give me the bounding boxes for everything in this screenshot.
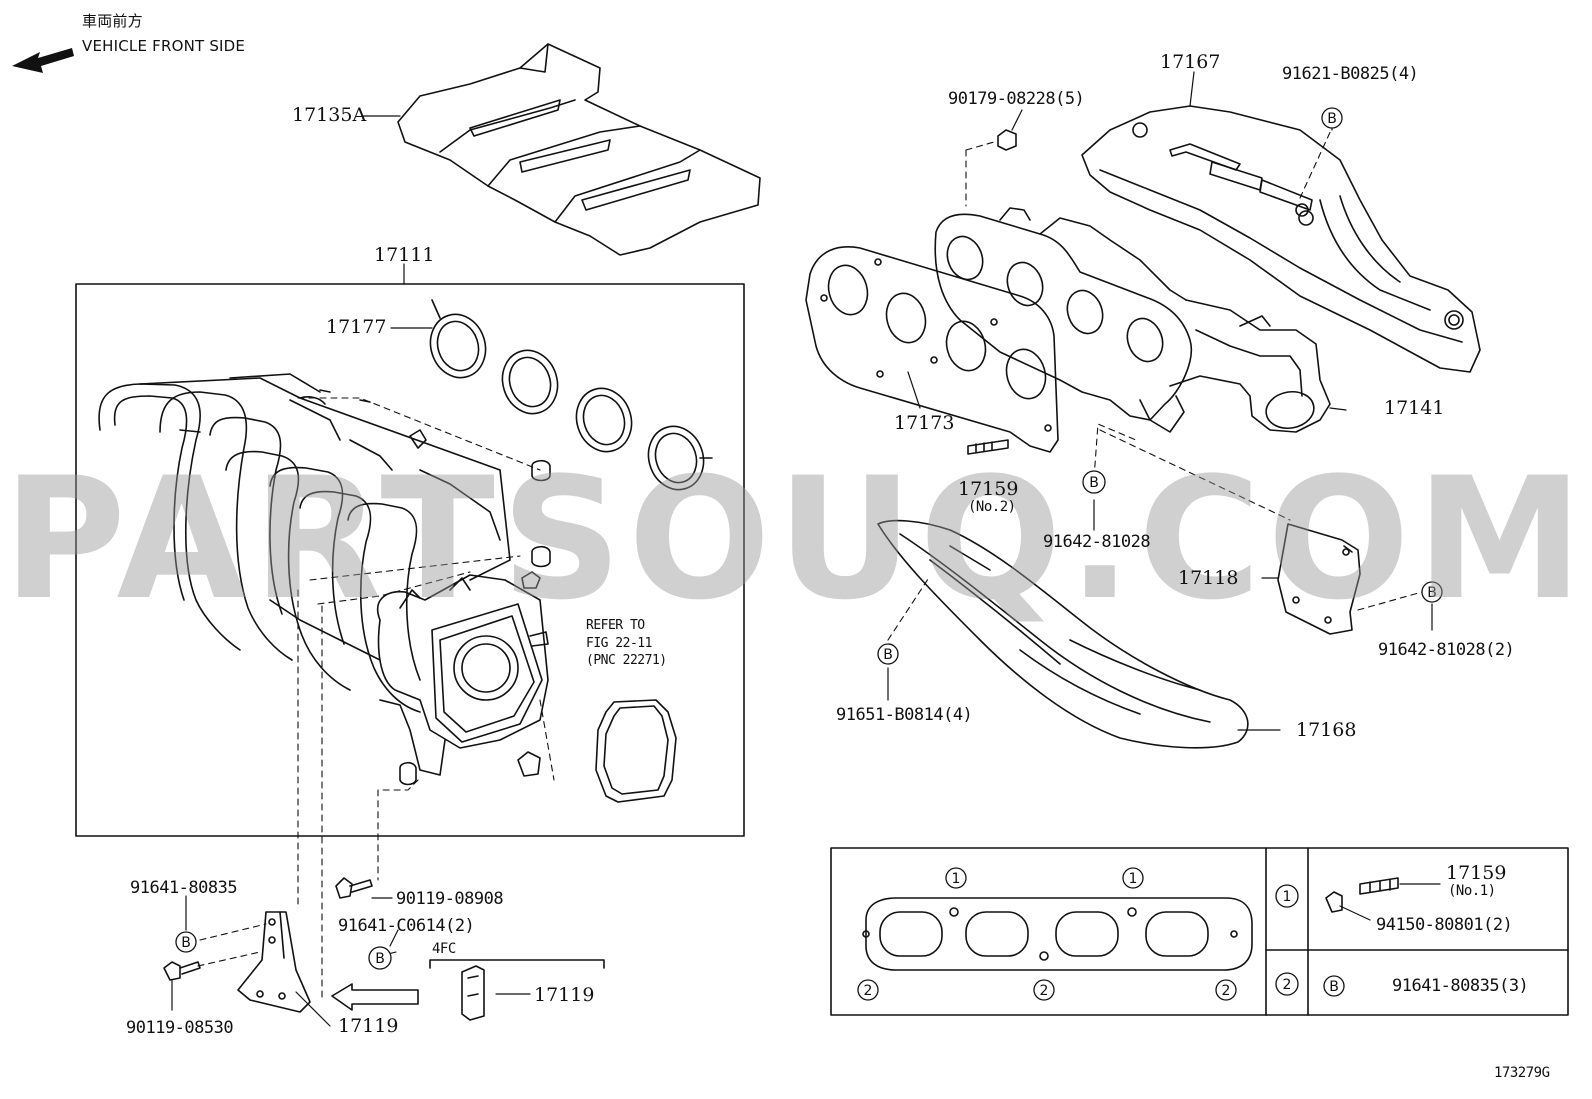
callout-91642-81028-2[interactable]: 91642-81028(2): [1378, 640, 1515, 660]
bolt-90119-08908: [335, 877, 373, 899]
front-arrow-icon: [12, 48, 74, 73]
callout-17111[interactable]: 17111: [374, 244, 435, 266]
callout-17168[interactable]: 17168: [1296, 719, 1357, 741]
marker-2-legend: [1275, 972, 1299, 996]
intake-small-parts: [399, 429, 551, 786]
marker-1b: [1122, 867, 1144, 889]
callout-90119-08530[interactable]: 90119-08530: [126, 1018, 234, 1038]
exhaust-gasket-17173: [805, 246, 1059, 453]
callout-91641-80835[interactable]: 91641-80835: [130, 878, 238, 898]
legend-table: [830, 847, 1569, 1016]
heat-insulator-17167: [1081, 105, 1481, 373]
callout-4fc: 4FC: [432, 941, 456, 957]
hollow-arrow-icon: [331, 983, 419, 1011]
svg-text:B: B: [181, 935, 191, 951]
svg-text:B: B: [375, 951, 385, 967]
marker-b-91642b: [1421, 581, 1443, 603]
marker-2b: [1033, 979, 1055, 1001]
direction-label-jp: 車両前方: [82, 12, 143, 30]
stud-17159-no2: [967, 439, 1009, 455]
svg-text:B: B: [1089, 475, 1099, 491]
callout-90119-08908[interactable]: 90119-08908: [396, 889, 504, 909]
washer-91621: [1295, 203, 1309, 217]
callout-90179[interactable]: 90179-08228(5): [948, 89, 1085, 109]
legend-gasket-drawing: [862, 897, 1253, 971]
marker-b-91642a: [1082, 470, 1106, 494]
marker-b-91641a: [175, 931, 197, 953]
marker-b-text: B: [1327, 111, 1337, 127]
marker-1-legend: [1275, 884, 1299, 908]
marker-2c: [1215, 979, 1237, 1001]
callout-17167[interactable]: 17167: [1160, 51, 1221, 73]
bracket-17119: [237, 911, 311, 1013]
engine-cover-17135A: [397, 43, 761, 256]
throttle-gasket: [595, 699, 677, 803]
legend-17159-no1[interactable]: 17159: [1446, 862, 1507, 884]
svg-text:2: 2: [1040, 983, 1049, 999]
refer-note-line2: FIG 22-11: [586, 636, 652, 651]
bracket-17118: [1277, 523, 1361, 635]
callout-17159-no2[interactable]: 17159: [958, 478, 1019, 500]
callout-91621[interactable]: 91621-B0825(4): [1282, 64, 1419, 84]
svg-text:B: B: [1329, 979, 1339, 995]
svg-text:2: 2: [864, 983, 873, 999]
marker-b-91651: [877, 643, 899, 665]
svg-text:1: 1: [952, 871, 961, 887]
callout-91642-81028[interactable]: 91642-81028: [1043, 532, 1151, 552]
svg-text:B: B: [883, 647, 893, 663]
callout-17159-no2-sub: (No.2): [968, 499, 1016, 515]
figure-id: 173279G: [1494, 1065, 1550, 1081]
callout-17141[interactable]: 17141: [1384, 397, 1445, 419]
intake-manifold-box: [75, 283, 745, 837]
refer-note-line1: REFER TO: [586, 618, 645, 633]
callout-91641-C0614[interactable]: 91641-C0614(2): [338, 916, 475, 936]
marker-2a: [857, 979, 879, 1001]
circle-markers: [175, 107, 1443, 1001]
throttle-body: [377, 574, 549, 749]
heat-insulator-17168: [877, 519, 1249, 749]
stud-17159-no1: [1359, 877, 1399, 895]
svg-text:2: 2: [1222, 983, 1231, 999]
exhaust-manifold-17141: [934, 207, 1331, 433]
callout-17135A[interactable]: 17135A: [292, 104, 367, 126]
legend-17159-no1-sub: (No.1): [1448, 883, 1496, 899]
direction-label-en: VEHICLE FRONT SIDE: [82, 37, 246, 55]
intake-manifold-17111: [98, 373, 511, 776]
svg-text:B: B: [1427, 585, 1437, 601]
svg-text:1: 1: [1283, 889, 1292, 905]
marker-b-91621: [1321, 107, 1343, 129]
bolt-94150: [1325, 891, 1343, 913]
callout-17177[interactable]: 17177: [326, 316, 387, 338]
callout-17118[interactable]: 17118: [1178, 567, 1239, 589]
svg-text:1: 1: [1129, 871, 1138, 887]
marker-b-legend: [1323, 975, 1345, 997]
intake-gasket-17177: [429, 299, 713, 491]
bolt-90119-08530: [163, 961, 201, 981]
marker-1a: [945, 867, 967, 889]
clip-17119: [461, 965, 485, 1021]
dashed-guides: [197, 127, 1423, 1001]
refer-note-line3: (PNC 22271): [586, 653, 667, 668]
callout-91651[interactable]: 91651-B0814(4): [836, 705, 973, 725]
callout-17173[interactable]: 17173: [894, 412, 955, 434]
nut-90179: [997, 129, 1017, 151]
legend-91641-80835-3[interactable]: 91641-80835(3): [1392, 976, 1529, 996]
marker-b-91641b: [368, 946, 392, 970]
callout-17119-bracket[interactable]: 17119: [338, 1015, 399, 1037]
legend-94150[interactable]: 94150-80801(2): [1376, 915, 1513, 935]
callout-17119-clip[interactable]: 17119: [534, 984, 595, 1006]
svg-text:2: 2: [1283, 977, 1292, 993]
